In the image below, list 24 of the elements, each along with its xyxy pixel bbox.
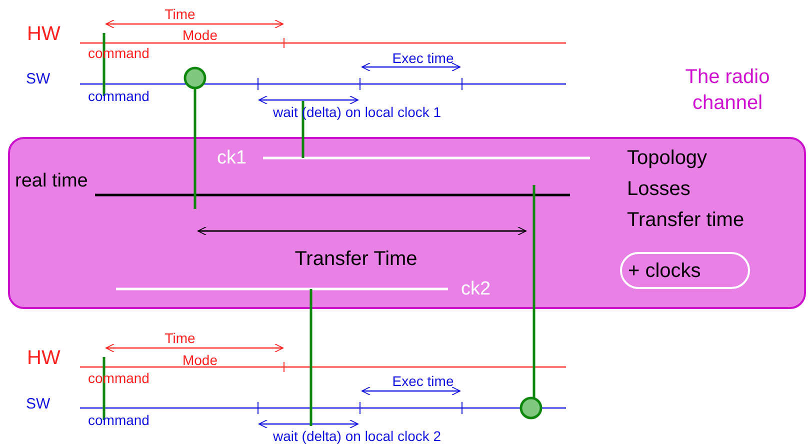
dimension-label: Mode <box>182 353 218 367</box>
dimension-label: Mode <box>182 28 218 42</box>
dimension-label: Exec time <box>392 374 454 388</box>
event-dot <box>520 396 542 420</box>
clock-name: ck1 <box>217 148 247 168</box>
axis-name: real time <box>15 172 88 190</box>
channel-property: Topology <box>627 148 708 168</box>
channel-property: Transfer time <box>627 210 744 230</box>
event-label: command <box>88 413 150 427</box>
dimension-label: wait (delta) on local clock 2 <box>273 429 442 443</box>
signal-name: HW <box>27 348 60 368</box>
signal-name: SW <box>26 72 50 86</box>
dimension-label: Time <box>164 7 196 21</box>
event-dot <box>184 66 206 90</box>
dimension-label: Transfer Time <box>294 249 418 269</box>
clocks-pill: + clocks <box>620 252 750 289</box>
clock-name: ck2 <box>461 280 491 298</box>
event-label: command <box>88 89 150 103</box>
signal-name: HW <box>27 24 60 44</box>
channel-title: The radio channel <box>684 65 771 116</box>
dimension-label: Time <box>164 331 196 345</box>
signal-name: SW <box>26 396 50 412</box>
dimension-label: Exec time <box>392 51 454 65</box>
channel-property: Losses <box>627 179 690 199</box>
